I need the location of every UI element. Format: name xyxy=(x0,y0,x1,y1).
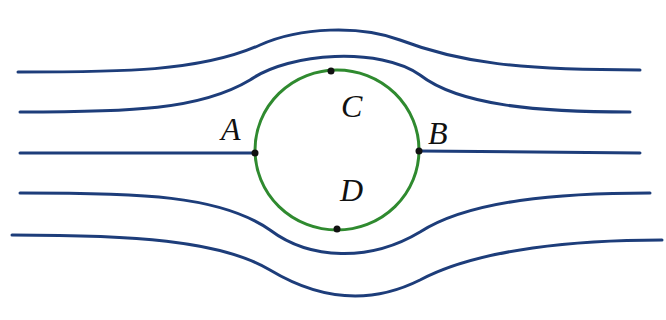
streamline xyxy=(20,56,630,112)
point-marker xyxy=(334,226,341,233)
point-label: A xyxy=(221,113,241,145)
streamline xyxy=(18,30,640,72)
point-label: D xyxy=(340,174,363,206)
point-marker xyxy=(252,150,259,157)
point-label: C xyxy=(341,90,362,122)
streamline xyxy=(20,152,255,155)
cylinder-outline xyxy=(255,70,419,230)
point-marker xyxy=(328,68,335,75)
point-marker xyxy=(416,148,423,155)
streamline xyxy=(12,235,662,296)
point-label: B xyxy=(428,117,448,149)
streamline xyxy=(420,151,640,153)
